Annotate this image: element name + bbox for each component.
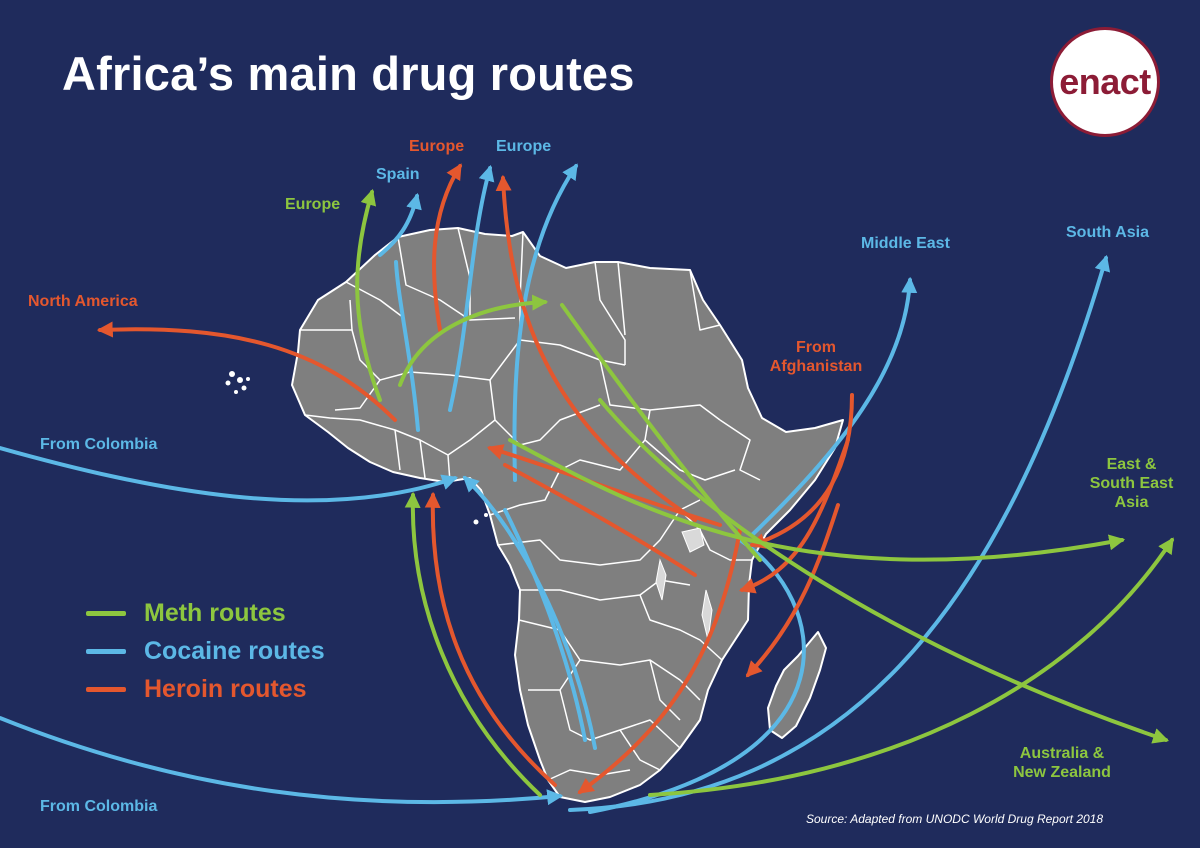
- legend-label-meth: Meth routes: [144, 598, 286, 627]
- meth-route-europe: [355, 188, 382, 402]
- legend: Meth routes Cocaine routes Heroin routes: [86, 594, 325, 708]
- label-australia-new-zealand: Australia & New Zealand: [1013, 745, 1111, 781]
- heroin-route-south-africa-west: [424, 491, 557, 787]
- legend-label-heroin: Heroin routes: [144, 674, 307, 703]
- heroin-route-europe-right: [495, 174, 697, 522]
- africa-landmass: [291, 227, 844, 803]
- heroin-route-afghanistan-mozambique: [745, 503, 840, 678]
- legend-item-cocaine: Cocaine routes: [86, 632, 325, 670]
- cocaine-route-colombia-gulf-of-guinea: [0, 446, 459, 503]
- cocaine-route-spain: [378, 192, 422, 257]
- enact-logo: enact: [1050, 27, 1160, 137]
- enact-logo-text: enact: [1059, 61, 1151, 102]
- label-from-afghanistan: From Afghanistan: [769, 339, 863, 375]
- heroin-route-north-america: [96, 321, 397, 422]
- meth-route-south-africa-asia: [648, 537, 1174, 797]
- label-from-colombia-bottom: From Colombia: [40, 798, 158, 815]
- meth-route-central-east: [560, 303, 762, 562]
- cocaine-route-south-north-b: [503, 508, 587, 742]
- meth-route-south-west: [404, 491, 542, 797]
- label-spain: Spain: [376, 166, 420, 183]
- meth-route-east-asia: [508, 438, 1126, 562]
- legend-item-heroin: Heroin routes: [86, 670, 325, 708]
- legend-swatch-meth: [86, 610, 126, 616]
- label-middle-east: Middle East: [861, 235, 950, 252]
- label-from-colombia-top: From Colombia: [40, 436, 158, 453]
- legend-swatch-heroin: [86, 686, 126, 692]
- legend-label-cocaine: Cocaine routes: [144, 636, 325, 665]
- great-lakes: [655, 527, 713, 641]
- label-east-south-east-asia: East & South East Asia: [1089, 456, 1174, 511]
- label-europe-meth: Europe: [285, 196, 341, 213]
- label-south-asia: South Asia: [1066, 224, 1149, 241]
- heroin-route-europe-left: [432, 163, 462, 332]
- label-north-america: North America: [28, 293, 138, 310]
- heroin-route-south-africa-east: [577, 528, 742, 794]
- cocaine-route-middle-east: [750, 276, 918, 537]
- atlantic-islands: [225, 371, 488, 525]
- heroin-route-central-west: [503, 463, 697, 577]
- cocaine-route-west-europe: [448, 164, 495, 412]
- meth-routes: [355, 188, 1174, 797]
- label-europe-heroin: Europe: [409, 138, 465, 155]
- source-credit: Source: Adapted from UNODC World Drug Re…: [806, 812, 1104, 826]
- legend-swatch-cocaine: [86, 648, 126, 654]
- label-europe-cocaine: Europe: [496, 138, 552, 155]
- heroin-route-afghanistan-tanzania: [738, 438, 850, 594]
- cocaine-route-west-north-a: [394, 260, 420, 432]
- cocaine-route-east-africa-south: [588, 538, 806, 814]
- cocaine-route-colombia-south-africa: [0, 716, 564, 806]
- meth-route-west-central: [398, 294, 549, 387]
- meth-route-australia: [598, 398, 1170, 744]
- page-title: Africa’s main drug routes: [62, 47, 635, 100]
- cocaine-route-south-asia: [568, 254, 1111, 812]
- legend-item-meth: Meth routes: [86, 594, 325, 632]
